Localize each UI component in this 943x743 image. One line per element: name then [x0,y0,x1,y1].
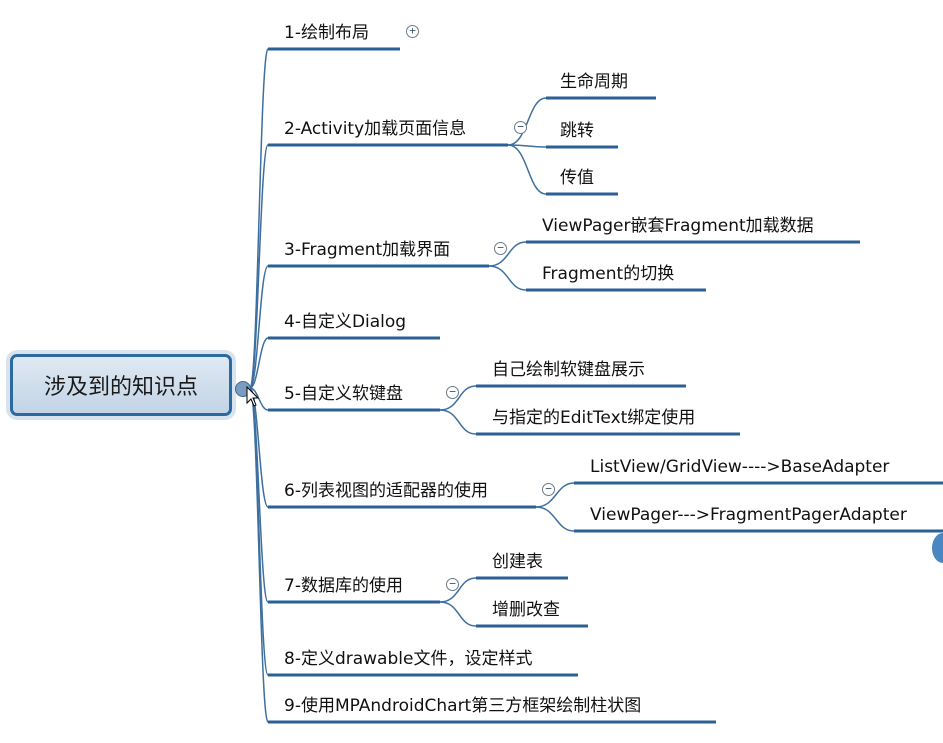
subtopic-connector [535,506,575,532]
root-topic[interactable]: 涉及到的知识点 [10,354,232,416]
topic-3[interactable]: 3-Fragment加载界面 [284,240,451,260]
subtopic-connector [488,241,527,267]
topic-7[interactable]: 7-数据库的使用 [284,576,403,596]
subtopic-7-1[interactable]: 创建表 [492,552,543,572]
topic-1[interactable]: 1-绘制布局 [284,23,369,43]
topic-2[interactable]: 2-Activity加载页面信息 [284,119,467,139]
topic-connector [249,48,269,389]
topic-connector [249,387,269,723]
subtopic-7-2[interactable]: 增删改查 [492,600,560,620]
topic-connector [249,387,269,411]
topic-8[interactable]: 8-定义drawable文件，设定样式 [284,649,533,669]
collapse-icon[interactable]: − [446,386,459,399]
subtopic-connector [535,482,575,508]
subtopic-6-2[interactable]: ViewPager--->FragmentPagerAdapter [590,505,907,525]
topic-connector [249,144,269,389]
topic-connector [249,265,269,389]
subtopic-connector [507,97,547,146]
subtopic-connector [439,601,477,627]
subtopic-5-1[interactable]: 自己绘制软键盘展示 [492,360,645,380]
subtopic-connector [439,385,477,411]
mouse-cursor-icon [246,386,260,407]
subtopic-3-2[interactable]: Fragment的切换 [542,264,675,284]
topic-connector [249,337,269,389]
subtopic-connector [507,144,547,148]
topic-6[interactable]: 6-列表视图的适配器的使用 [284,481,488,501]
subtopic-connector [488,265,527,291]
subtopic-3-1[interactable]: ViewPager嵌套Fragment加载数据 [542,216,814,236]
subtopic-6-1[interactable]: ListView/GridView---->BaseAdapter [590,457,890,477]
subtopic-connector [439,577,477,603]
collapse-icon[interactable]: − [542,483,555,496]
subtopic-5-2[interactable]: 与指定的EditText绑定使用 [492,408,696,428]
subtopic-2-2[interactable]: 跳转 [560,121,594,141]
root-topic-label: 涉及到的知识点 [43,375,198,400]
subtopic-2-1[interactable]: 生命周期 [560,72,628,92]
subtopic-connector [439,409,477,435]
edge-button-icon [932,533,943,563]
subtopic-2-3[interactable]: 传值 [560,168,594,188]
collapse-icon[interactable]: − [494,242,507,255]
topic-9[interactable]: 9-使用MPAndroidChart第三方框架绘制柱状图 [284,696,642,716]
expand-icon[interactable]: + [406,25,419,38]
topic-4[interactable]: 4-自定义Dialog [284,312,407,332]
subtopic-connector [507,144,547,195]
collapse-icon[interactable]: − [514,121,527,134]
collapse-icon[interactable]: − [446,578,459,591]
topic-5[interactable]: 5-自定义软键盘 [284,384,403,404]
